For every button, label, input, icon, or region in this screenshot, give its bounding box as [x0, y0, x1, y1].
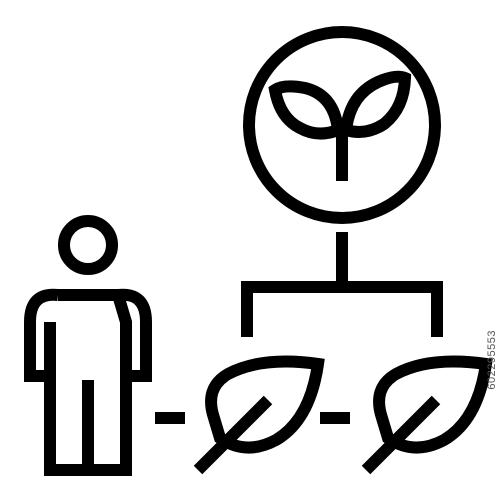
- sprout-left-leaf: [268, 80, 345, 140]
- leaf-icon: [361, 355, 493, 475]
- sprout-right-leaf: [339, 70, 412, 138]
- leaf-icon: [193, 355, 325, 475]
- leaf-1-blade: [205, 355, 325, 454]
- sprout-icon: [243, 26, 441, 224]
- person-head: [58, 215, 118, 275]
- leaf-1-vein: [193, 395, 273, 475]
- stock-id-watermark: 602295553: [486, 330, 498, 390]
- connector-branches: [241, 281, 443, 337]
- dash-1: [155, 412, 185, 424]
- sprout-circle: [243, 26, 441, 224]
- hierarchy-connector: [241, 232, 443, 337]
- dash-2: [320, 412, 350, 424]
- leaf-2-blade: [373, 355, 493, 454]
- person-icon: [24, 215, 152, 476]
- leaf-2-vein: [361, 395, 441, 475]
- dash-connectors: [155, 412, 350, 424]
